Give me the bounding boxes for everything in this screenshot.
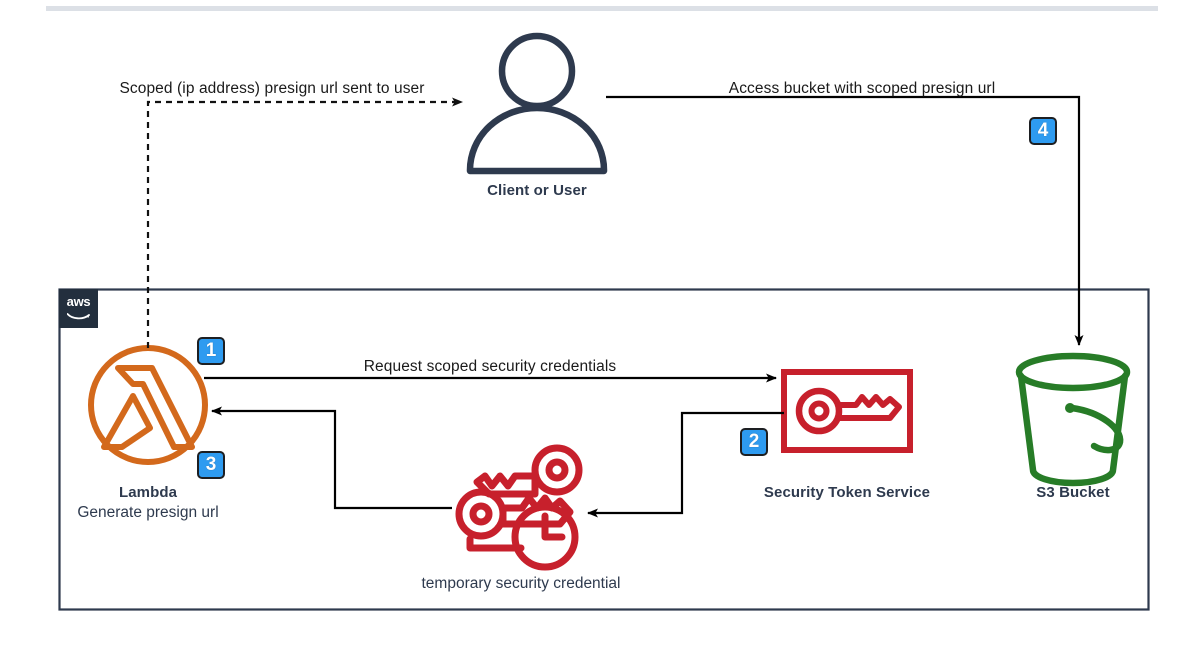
lambda-icon — [88, 345, 208, 465]
step-badge-3: 3 — [197, 451, 225, 479]
temporary-credential-icon — [455, 444, 583, 571]
edge-credential-to-lambda — [211, 406, 452, 510]
node-sublabel-lambda: Generate presign url — [77, 504, 219, 521]
node-label-sts: Security Token Service — [763, 484, 931, 501]
step-badge-4: 4 — [1029, 117, 1057, 145]
aws-boundary-box — [58, 288, 1150, 611]
edge-sts-to-credential — [587, 411, 784, 518]
aws-logo: aws — [59, 289, 98, 328]
user-icon — [466, 32, 608, 175]
edge-label-lambda-to-sts: Request scoped security credentials — [363, 358, 617, 375]
step-badge-2: 2 — [740, 428, 768, 456]
edge-label-lambda-to-client: Scoped (ip address) presign url sent to … — [119, 80, 425, 97]
edge-label-client-to-s3: Access bucket with scoped presign url — [728, 80, 996, 97]
aws-smile-icon — [67, 313, 90, 320]
bucket-icon — [1015, 352, 1131, 487]
node-label-s3: S3 Bucket — [1036, 484, 1110, 501]
node-label-client: Client or User — [487, 182, 587, 199]
node-label-lambda: Lambda — [118, 484, 178, 501]
aws-logo-text: aws — [66, 294, 91, 309]
edge-lambda-to-client — [146, 97, 463, 348]
node-sublabel-credential: temporary security credential — [421, 575, 621, 592]
key-in-box-icon — [781, 369, 913, 453]
edge-client-to-s3 — [606, 95, 1084, 346]
step-badge-1: 1 — [197, 337, 225, 365]
